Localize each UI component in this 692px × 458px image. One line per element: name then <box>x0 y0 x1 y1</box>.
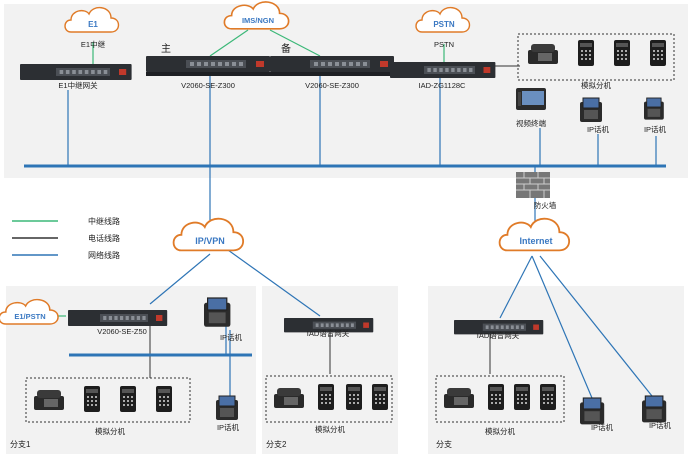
v2060-b-label: V2060-SE-Z300 <box>305 81 359 90</box>
b1-ip-phone-bottom <box>215 395 239 421</box>
video-terminal-label: 视频终端 <box>516 118 546 128</box>
keypad-icon <box>156 386 172 412</box>
ip-phone-icon <box>643 97 665 121</box>
video-terminal-icon <box>516 88 546 110</box>
phone-icon <box>34 390 64 410</box>
keypad-icon <box>120 386 136 412</box>
backup-mark: 备 <box>281 42 291 55</box>
b1-analog-label: 模拟分机 <box>95 426 125 436</box>
ip-phone-1-label: IP话机 <box>587 124 610 134</box>
network-lines <box>24 74 666 399</box>
b2-analog-group <box>265 375 393 423</box>
phone-icon <box>528 44 558 64</box>
keypad-icon <box>514 384 530 410</box>
keypad-icon <box>614 40 630 66</box>
b1-ip-phone-top <box>203 297 231 328</box>
pstn-top-label: PSTN <box>434 40 454 49</box>
keypad-icon <box>578 40 594 66</box>
e1-cloud-label: E1 <box>88 20 98 29</box>
hq-panel <box>4 4 688 178</box>
b3-gateway-label: IAD语音网关 <box>477 330 520 340</box>
b3-ip-phone-2-label: IP话机 <box>649 420 672 430</box>
v2060-main-device <box>146 56 270 76</box>
legend: 中继线路 电话线路 网络线路 <box>12 216 120 260</box>
branch1-name: 分支1 <box>10 439 31 449</box>
e1pstn-cloud-label: E1/PSTN <box>14 312 45 321</box>
keypad-icon <box>318 384 334 410</box>
iad-label: IAD-ZG1128C <box>419 81 467 90</box>
phone-lines <box>149 65 520 378</box>
ip-phone-2-label: IP话机 <box>644 124 667 134</box>
pstn-cloud-label: PSTN <box>433 20 455 29</box>
b1-gateway-device <box>68 310 168 326</box>
ims-cloud-label: IMS/NGN <box>242 16 274 25</box>
b2-analog-label: 模拟分机 <box>315 424 345 434</box>
keypad-icon <box>84 386 100 412</box>
legend-phone-label: 电话线路 <box>88 233 120 243</box>
hq-analog-group <box>517 33 675 81</box>
b1-gateway-label: V2060-SE-Z50 <box>97 327 147 336</box>
branch2-name: 分支2 <box>266 439 287 449</box>
hq-analog-label: 模拟分机 <box>581 80 611 90</box>
phone-icon <box>444 388 474 408</box>
b3-ip-phone-1-label: IP话机 <box>591 422 614 432</box>
keypad-icon <box>540 384 556 410</box>
keypad-icon <box>650 40 666 66</box>
b1-ip-phone-top-label: IP话机 <box>220 332 243 342</box>
keypad-icon <box>346 384 362 410</box>
branch3-panel <box>428 286 684 454</box>
ipvpn-cloud-label: IP/VPN <box>195 236 225 246</box>
b2-gateway-label: IAD语音网关 <box>307 328 350 338</box>
branch3-name: 分支 <box>436 439 452 449</box>
internet-cloud-label: Internet <box>519 236 552 246</box>
main-mark: 主 <box>161 43 171 55</box>
legend-network-label: 网络线路 <box>88 250 120 260</box>
e1-gateway-label: E1中继网关 <box>58 80 98 90</box>
legend-relay-label: 中继线路 <box>88 216 120 226</box>
e1-gateway-device <box>20 64 132 80</box>
b3-analog-group <box>435 375 565 423</box>
firewall-icon <box>516 172 550 198</box>
keypad-icon <box>372 384 388 410</box>
v2060-backup-device <box>270 56 394 76</box>
b1-analog-group <box>25 377 191 423</box>
b3-analog-label: 模拟分机 <box>485 426 515 436</box>
phone-icon <box>274 388 304 408</box>
e1-relay-label: E1中继 <box>81 39 106 49</box>
keypad-icon <box>488 384 504 410</box>
firewall-label: 防火墙 <box>534 200 557 210</box>
ip-phone-icon <box>641 395 667 423</box>
v2060-a-label: V2060-SE-Z300 <box>181 81 235 90</box>
iad-device <box>390 62 496 78</box>
ip-phone-icon <box>579 397 605 425</box>
b1-ip-phone-bottom-label: IP话机 <box>217 422 240 432</box>
ip-phone-icon <box>579 97 603 123</box>
